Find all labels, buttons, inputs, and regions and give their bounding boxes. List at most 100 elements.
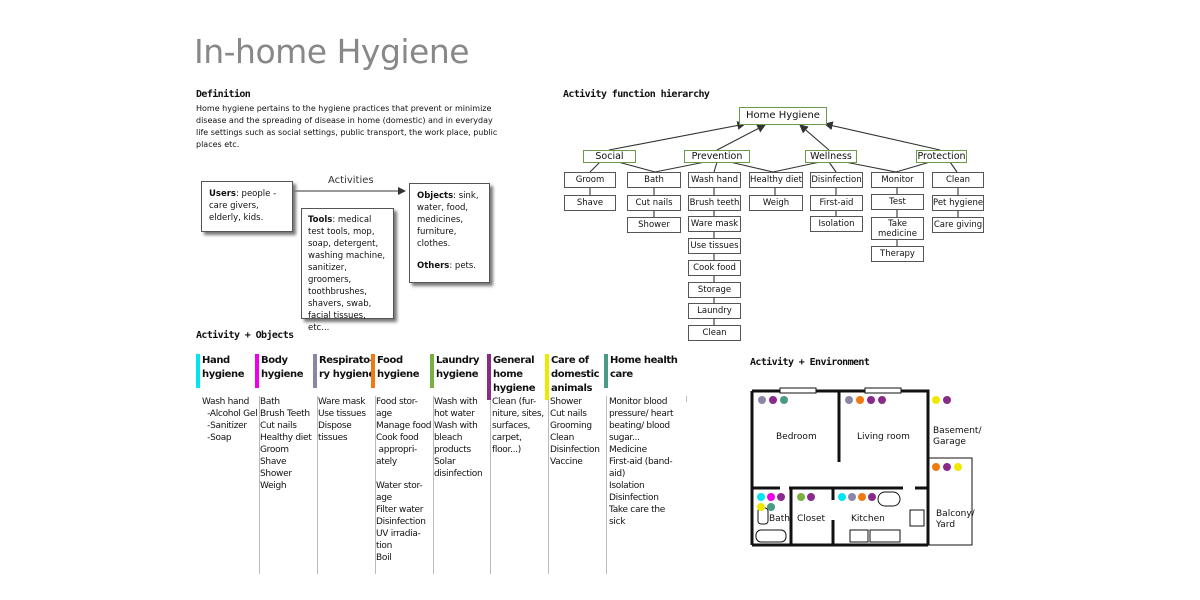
hierarchy-leaf: Shave <box>564 195 616 211</box>
hygiene-dot <box>767 503 775 511</box>
definition-heading: Definition <box>196 89 251 100</box>
respiratory-hygiene-color-bar <box>313 354 317 388</box>
column-divider <box>548 396 549 574</box>
users-card: Users: people - care givers, elderly, ki… <box>201 181 293 232</box>
tools-label: Tools <box>308 215 333 225</box>
hierarchy-leaf: Weigh <box>749 195 803 211</box>
column-items-general: Clean (fur- niture, sites, surfaces, car… <box>492 397 544 455</box>
hierarchy-category-protection: Protection <box>916 150 967 163</box>
hierarchy-leaf: Wash hand <box>688 172 741 188</box>
users-label: Users <box>209 189 236 199</box>
environment-heading: Activity + Environment <box>750 357 870 368</box>
column-items-respiratory: Ware mask Use tissues Dispose tissues <box>318 397 366 443</box>
health-care-color-bar <box>604 354 608 388</box>
hygiene-dot <box>867 396 875 404</box>
objects-label: Objects <box>417 191 454 201</box>
hierarchy-leaf: Therapy <box>871 246 924 262</box>
column-divider <box>686 396 687 402</box>
hierarchy-category-social: Social <box>583 150 636 163</box>
hygiene-dot <box>758 396 766 404</box>
hierarchy-leaf: Clean <box>932 172 984 188</box>
hierarchy-leaf: Isolation <box>810 216 863 232</box>
column-items-health: Monitor blood pressure/ heart beating/ b… <box>609 397 674 527</box>
tools-card: Tools: medical test tools, mop, soap, de… <box>301 208 394 333</box>
hygiene-dot <box>757 503 765 511</box>
hygiene-dot <box>797 493 805 501</box>
room-balcony-yard: Balcony/ Yard <box>936 509 975 530</box>
column-divider <box>490 396 491 574</box>
room-living-room: Living room <box>857 432 910 442</box>
hygiene-dot <box>943 463 951 471</box>
hygiene-dot <box>858 493 866 501</box>
hygiene-dot <box>845 396 853 404</box>
room-kitchen: Kitchen <box>851 514 885 524</box>
others-label: Others <box>417 261 450 271</box>
hierarchy-leaf: Laundry <box>688 303 741 319</box>
hierarchy-leaf: Bath <box>627 172 681 188</box>
general-hygiene-color-bar <box>487 354 491 400</box>
objects-text: : sink, water, food, medicines, furnitur… <box>417 191 479 249</box>
room-bath: Bath <box>769 514 790 524</box>
column-title-hand: Hand hygiene <box>202 355 245 380</box>
column-title-body: Body hygiene <box>261 355 304 380</box>
column-title-health: Home health care <box>610 355 678 380</box>
column-divider <box>375 396 376 574</box>
hierarchy-heading: Activity function hierarchy <box>563 89 710 100</box>
hygiene-dot <box>767 493 775 501</box>
column-divider <box>606 396 607 574</box>
column-divider <box>317 396 318 574</box>
hygiene-dot <box>757 493 765 501</box>
hygiene-dot <box>954 463 962 471</box>
hierarchy-root: Home Hygiene <box>739 107 827 125</box>
column-title-laundry: Laundry hygiene <box>436 355 480 380</box>
room-closet: Closet <box>797 514 826 524</box>
hierarchy-leaf: Care giving <box>932 217 984 233</box>
hierarchy-leaf: First-aid <box>810 195 863 211</box>
hierarchy-leaf: Clean <box>688 325 741 341</box>
column-divider <box>259 396 260 574</box>
objects-card: Objects: sink, water, food, medicines, f… <box>409 183 490 283</box>
column-items-laundry: Wash with hot water Wash with bleach pro… <box>434 397 483 479</box>
hygiene-dot <box>777 493 785 501</box>
hygiene-dot <box>868 493 876 501</box>
hierarchy-leaf: Healthy diet <box>749 172 803 188</box>
column-title-general: General home hygiene <box>493 355 536 394</box>
body-hygiene-color-bar <box>255 354 259 388</box>
food-hygiene-color-bar <box>371 354 375 388</box>
hierarchy-leaf: Storage <box>688 282 741 298</box>
others-text: : pets. <box>449 261 477 271</box>
room-bedroom: Bedroom <box>776 432 817 442</box>
hierarchy-leaf: Cut nails <box>627 195 681 211</box>
hierarchy-category-prevention: Prevention <box>684 150 750 163</box>
page-title: In-home Hygiene <box>194 32 470 71</box>
hygiene-dot <box>780 396 788 404</box>
tools-text: : medical test tools, mop, soap, deterge… <box>308 215 386 333</box>
hierarchy-category-wellness: Wellness <box>805 150 857 163</box>
hierarchy-leaf: Take medicine <box>871 217 924 240</box>
hygiene-dot <box>943 396 951 404</box>
definition-body: Home hygiene pertains to the hygiene pra… <box>196 104 498 149</box>
hierarchy-leaf: Groom <box>564 172 616 188</box>
room-basement-garage: Basement/ Garage <box>933 426 982 447</box>
hygiene-dot <box>807 493 815 501</box>
column-items-animals: Shower Cut nails Grooming Clean Disinfec… <box>550 397 600 467</box>
hierarchy-leaf: Test <box>871 194 924 210</box>
column-divider <box>433 396 434 574</box>
hierarchy-leaf: Use tissues <box>688 238 741 254</box>
hierarchy-leaf: Shower <box>627 217 681 233</box>
hygiene-dot <box>878 396 886 404</box>
hierarchy-leaf: Brush teeth <box>688 195 741 211</box>
column-items-body: Bath Brush Teeth Cut nails Healthy diet … <box>260 397 312 491</box>
hygiene-dot <box>769 396 777 404</box>
hierarchy-leaf: Cook food <box>688 260 741 276</box>
column-items-hand: Wash hand -Alcohol Gel -Sanitizer -Soap <box>202 397 258 443</box>
hand-hygiene-color-bar <box>196 354 200 388</box>
hygiene-dot <box>838 493 846 501</box>
domestic-animals-color-bar <box>545 354 549 400</box>
hygiene-dot <box>856 396 864 404</box>
hierarchy-leaf: Pet hygiene <box>932 195 984 211</box>
column-title-food: Food hygiene <box>377 355 420 380</box>
laundry-hygiene-color-bar <box>430 354 434 388</box>
